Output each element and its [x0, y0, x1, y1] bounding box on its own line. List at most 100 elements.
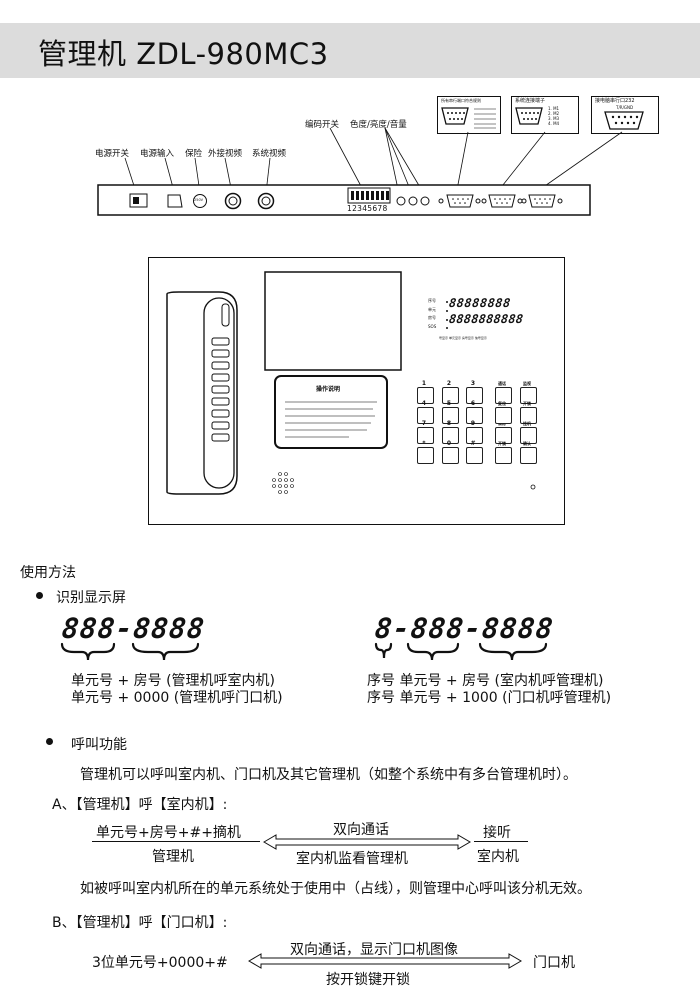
- bullet-icon: [46, 738, 53, 745]
- display-desc-left-1: 单元号 + 房号 (管理机呼室内机): [71, 673, 276, 689]
- display-label: 单元: [428, 306, 436, 312]
- double-arrow-icon: [248, 953, 522, 969]
- rear-panel-diagram: [97, 127, 623, 216]
- case-b-arrow-top: 双向通话，显示门口机图像: [290, 942, 458, 958]
- port-box-serial-title: 所有串行端口符合规则: [441, 98, 481, 103]
- usage-heading: 使用方法: [20, 565, 76, 581]
- case-a-right-top: 接听: [483, 825, 511, 841]
- page-title: 管理机 ZDL-980MC3: [38, 37, 329, 71]
- keypad-button[interactable]: [442, 447, 459, 464]
- port-box-pc: 接电脑串行口232 T/R/GND: [591, 96, 659, 134]
- port-box-system-title: 系统连接端子: [515, 98, 546, 104]
- keypad-button[interactable]: [466, 407, 483, 424]
- func-key-label: 通话: [498, 381, 506, 386]
- title-bar: 管理机 ZDL-980MC3: [0, 23, 700, 78]
- db9-icon: [604, 111, 644, 130]
- keypad-button[interactable]: [442, 387, 459, 404]
- db9-icon: [515, 107, 543, 125]
- case-b-title: B、【管理机】呼【门口机】:: [52, 915, 228, 931]
- port-pin: 1. M1: [548, 106, 560, 111]
- keypad-button[interactable]: [417, 447, 434, 464]
- function-button[interactable]: [520, 447, 537, 464]
- function-button[interactable]: [495, 427, 512, 444]
- keypad-button[interactable]: [417, 427, 434, 444]
- keypad-button[interactable]: [417, 387, 434, 404]
- instructions-title: 操作说明: [316, 386, 341, 393]
- double-arrow-icon: [263, 834, 471, 850]
- case-b-left: 3位单元号+0000+#: [92, 955, 228, 971]
- key-label: #: [470, 440, 476, 447]
- case-a-right-bottom: 室内机: [477, 849, 519, 865]
- case-a-left-bottom: 管理机: [152, 849, 194, 865]
- handset-and-screen: [166, 271, 536, 495]
- function-button[interactable]: [520, 387, 537, 404]
- keypad-button[interactable]: [442, 407, 459, 424]
- label-sys-video: 系统视频: [252, 149, 287, 159]
- fuse-text: 250V: [194, 198, 204, 202]
- section-display-title: 识别显示屏: [56, 590, 126, 606]
- display-desc-right-2: 序号 单元号 + 1000 (门口机呼管理机): [367, 690, 612, 706]
- label-ext-video: 外接视频: [208, 149, 243, 159]
- led-display-2: 8888888888: [448, 312, 524, 326]
- port-box-pc-title: 接电脑串行口232: [595, 98, 635, 104]
- case-a-arrow-bottom: 室内机监看管理机: [296, 851, 408, 867]
- case-a-arrow-top: 双向通话: [333, 822, 389, 838]
- func-key-label: 开锁: [498, 441, 506, 446]
- case-a-note: 如被呼叫室内机所在的单元系统处于使用中（占线），则管理中心呼叫该分机无效。: [80, 881, 591, 897]
- label-fuse: 保险: [185, 149, 203, 159]
- keypad-button[interactable]: [466, 387, 483, 404]
- port-box-system: 系统连接端子 1. M1 2. M2 3. M3 4. M4: [511, 96, 579, 134]
- pin-lines-icon: [474, 108, 496, 129]
- key-label: 2: [446, 380, 452, 387]
- label-power-switch: 电源开关: [95, 149, 130, 159]
- dip-numbers: 12345678: [347, 204, 388, 213]
- brace-marks: [60, 642, 548, 661]
- label-color-adjust: 色度/亮度/音量: [350, 120, 407, 130]
- bullet-icon: [36, 592, 43, 599]
- func-key-label: 复位: [498, 401, 506, 406]
- display-desc-left-2: 单元号 + 0000 (管理机呼门口机): [71, 690, 283, 706]
- function-button[interactable]: [520, 407, 537, 424]
- display-desc-right-1: 序号 单元号 + 房号 (室内机呼管理机): [367, 673, 604, 689]
- call-description: 管理机可以呼叫室内机、门口机及其它管理机（如整个系统中有多台管理机时）。: [80, 767, 577, 783]
- key-label: 4: [421, 400, 427, 407]
- fraction-line: [92, 841, 260, 842]
- key-label: 8: [446, 420, 452, 427]
- display-label: 序号: [428, 298, 436, 303]
- keypad-button[interactable]: [417, 407, 434, 424]
- case-b-arrow-bottom: 按开锁键开锁: [326, 972, 410, 988]
- key-label: 9: [470, 420, 476, 427]
- function-button[interactable]: [520, 427, 537, 444]
- key-label: 0: [446, 440, 452, 447]
- label-code-switch: 编码开关: [305, 120, 340, 130]
- label-power-input: 电源输入: [140, 149, 175, 159]
- section-call-title: 呼叫功能: [71, 737, 127, 753]
- case-a-left-top: 单元号+房号+#+摘机: [96, 825, 241, 841]
- func-key-label: 开锁: [523, 401, 531, 406]
- port-pin: T/R/GND: [616, 105, 634, 110]
- func-key-label: 挂机: [523, 421, 531, 426]
- key-label: *: [422, 440, 426, 447]
- db9-icon: [441, 107, 469, 125]
- keypad-button[interactable]: [442, 427, 459, 444]
- display-caption: 号显示 单元显示 房号显示 信号显示: [439, 336, 487, 340]
- display-label: 房号: [428, 315, 436, 321]
- front-panel: 序号 单元 房号 SOS 88888888 8888888888 号显示 单元显…: [148, 257, 565, 525]
- function-button[interactable]: [495, 447, 512, 464]
- keypad-button[interactable]: [466, 447, 483, 464]
- case-b-right: 门口机: [533, 955, 575, 971]
- fraction-line: [474, 841, 528, 842]
- key-label: 7: [421, 420, 427, 427]
- keypad-button[interactable]: [466, 427, 483, 444]
- led-display-1: 88888888: [448, 296, 512, 310]
- port-pin: 3. M3: [548, 116, 560, 121]
- function-button[interactable]: [495, 407, 512, 424]
- case-a-title: A、【管理机】呼【室内机】:: [52, 797, 228, 813]
- port-pin: 2. M2: [548, 111, 560, 116]
- key-label: 6: [470, 400, 476, 407]
- key-label: 3: [470, 380, 476, 387]
- port-pin: 4. M4: [548, 121, 560, 126]
- function-button[interactable]: [495, 387, 512, 404]
- key-label: 1: [421, 380, 427, 387]
- port-box-serial: 所有串行端口符合规则: [437, 96, 501, 134]
